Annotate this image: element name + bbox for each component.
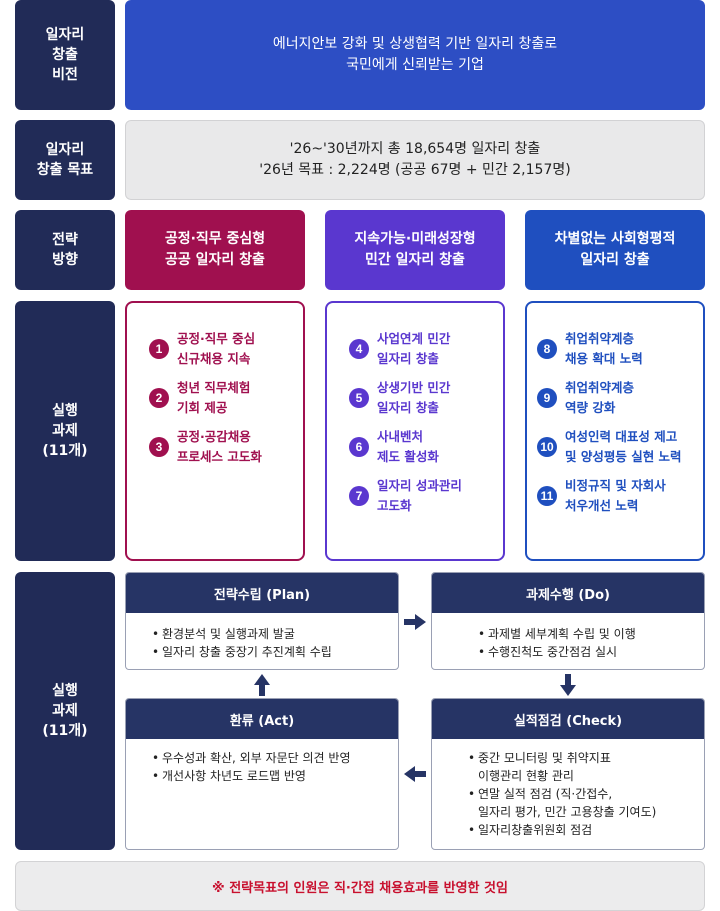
cycle-do-item: 수행진척도 중간점검 실시 [478, 643, 692, 661]
cycle-plan-item: 일자리 창출 중장기 추진계획 수립 [152, 643, 386, 661]
cycle-plan-title: 전략수립 (Plan) [126, 573, 398, 613]
task-item: 10 여성인력 대표성 제고 및 양성평등 실현 노력 [537, 427, 699, 467]
task-item: 1 공정·직무 중심 신규채용 지속 [149, 329, 293, 369]
task-column-public: 1 공정·직무 중심 신규채용 지속 2 청년 직무체험 기회 제공 3 공정·… [125, 301, 305, 561]
task-number-badge: 9 [537, 388, 557, 408]
task-text: 취업취약계층 역량 강화 [565, 380, 635, 415]
cycle-do-title: 과제수행 (Do) [432, 573, 704, 613]
footnote: ※ 전략목표의 인원은 직·간접 채용효과를 반영한 것임 [15, 861, 705, 911]
cycle-act-title: 환류 (Act) [126, 699, 398, 739]
cycle-plan-box: 전략수립 (Plan) 환경분석 및 실행과제 발굴 일자리 창출 중장기 추진… [125, 572, 399, 670]
task-number-badge: 8 [537, 339, 557, 359]
label-cycle: 실행 과제 (11개) [15, 572, 115, 850]
task-text: 비정규직 및 자회사 처우개선 노력 [565, 478, 666, 513]
arrow-left-icon [404, 766, 426, 782]
cycle-act-item: 개선사항 차년도 로드맵 반영 [152, 767, 386, 785]
task-item: 4 사업연계 민간 일자리 창출 [349, 329, 493, 369]
cycle-check-item: 연말 실적 점검 (직·간접수, 일자리 평가, 민간 고용창출 기여도) [468, 785, 692, 821]
task-number-badge: 1 [149, 339, 169, 359]
task-number-badge: 4 [349, 339, 369, 359]
task-item: 2 청년 직무체험 기회 제공 [149, 378, 293, 418]
task-text: 상생기반 민간 일자리 창출 [377, 380, 451, 415]
task-item: 3 공정·공감채용 프로세스 고도화 [149, 427, 293, 467]
task-item: 9 취업취약계층 역량 강화 [537, 378, 699, 418]
vision-box: 에너지안보 강화 및 상생협력 기반 일자리 창출로 국민에게 신뢰받는 기업 [125, 0, 705, 110]
task-item: 6 사내벤처 제도 활성화 [349, 427, 493, 467]
direction-private: 지속가능·미래성장형 민간 일자리 창출 [325, 210, 505, 290]
direction-public: 공정·직무 중심형 공공 일자리 창출 [125, 210, 305, 290]
cycle-act-box: 환류 (Act) 우수성과 확산, 외부 자문단 의견 반영 개선사항 차년도 … [125, 698, 399, 850]
cycle-check-title: 실적점검 (Check) [432, 699, 704, 739]
cycle-plan-item: 환경분석 및 실행과제 발굴 [152, 625, 386, 643]
task-number-badge: 6 [349, 437, 369, 457]
task-number-badge: 7 [349, 486, 369, 506]
arrow-right-icon [404, 614, 426, 630]
cycle-do-box: 과제수행 (Do) 과제별 세부계획 수립 및 이행 수행진척도 중간점검 실시 [431, 572, 705, 670]
cycle-act-item: 우수성과 확산, 외부 자문단 의견 반영 [152, 749, 386, 767]
task-text: 사내벤처 제도 활성화 [377, 429, 439, 464]
cycle-check-box: 실적점검 (Check) 중간 모니터링 및 취약지표 이행관리 현황 관리 연… [431, 698, 705, 850]
task-number-badge: 11 [537, 486, 557, 506]
task-number-badge: 5 [349, 388, 369, 408]
label-vision: 일자리 창출 비전 [15, 0, 115, 110]
arrow-up-icon [254, 674, 270, 696]
task-item: 5 상생기반 민간 일자리 창출 [349, 378, 493, 418]
cycle-check-item: 중간 모니터링 및 취약지표 이행관리 현황 관리 [468, 749, 692, 785]
task-number-badge: 10 [537, 437, 557, 457]
label-goal: 일자리 창출 목표 [15, 120, 115, 200]
goal-box: '26~'30년까지 총 18,654명 일자리 창출 '26년 목표 : 2,… [125, 120, 705, 200]
task-number-badge: 2 [149, 388, 169, 408]
label-tasks: 실행 과제 (11개) [15, 301, 115, 561]
cycle-check-item: 일자리창출위원회 점검 [468, 821, 692, 839]
task-text: 청년 직무체험 기회 제공 [177, 380, 251, 415]
task-number-badge: 3 [149, 437, 169, 457]
task-text: 공정·직무 중심 신규채용 지속 [177, 331, 256, 366]
task-item: 11 비정규직 및 자회사 처우개선 노력 [537, 476, 699, 516]
task-item: 7 일자리 성과관리 고도화 [349, 476, 493, 516]
task-text: 여성인력 대표성 제고 및 양성평등 실현 노력 [565, 429, 682, 464]
task-column-private: 4 사업연계 민간 일자리 창출 5 상생기반 민간 일자리 창출 6 사내벤처… [325, 301, 505, 561]
task-column-equity: 8 취업취약계층 채용 확대 노력 9 취업취약계층 역량 강화 10 여성인력… [525, 301, 705, 561]
direction-equity: 차별없는 사회형평적 일자리 창출 [525, 210, 705, 290]
task-text: 사업연계 민간 일자리 창출 [377, 331, 451, 366]
task-text: 취업취약계층 채용 확대 노력 [565, 331, 643, 366]
cycle-do-item: 과제별 세부계획 수립 및 이행 [478, 625, 692, 643]
arrow-down-icon [560, 674, 576, 696]
task-text: 공정·공감채용 프로세스 고도화 [177, 429, 262, 464]
task-text: 일자리 성과관리 고도화 [377, 478, 462, 513]
task-item: 8 취업취약계층 채용 확대 노력 [537, 329, 699, 369]
label-direction: 전략 방향 [15, 210, 115, 290]
